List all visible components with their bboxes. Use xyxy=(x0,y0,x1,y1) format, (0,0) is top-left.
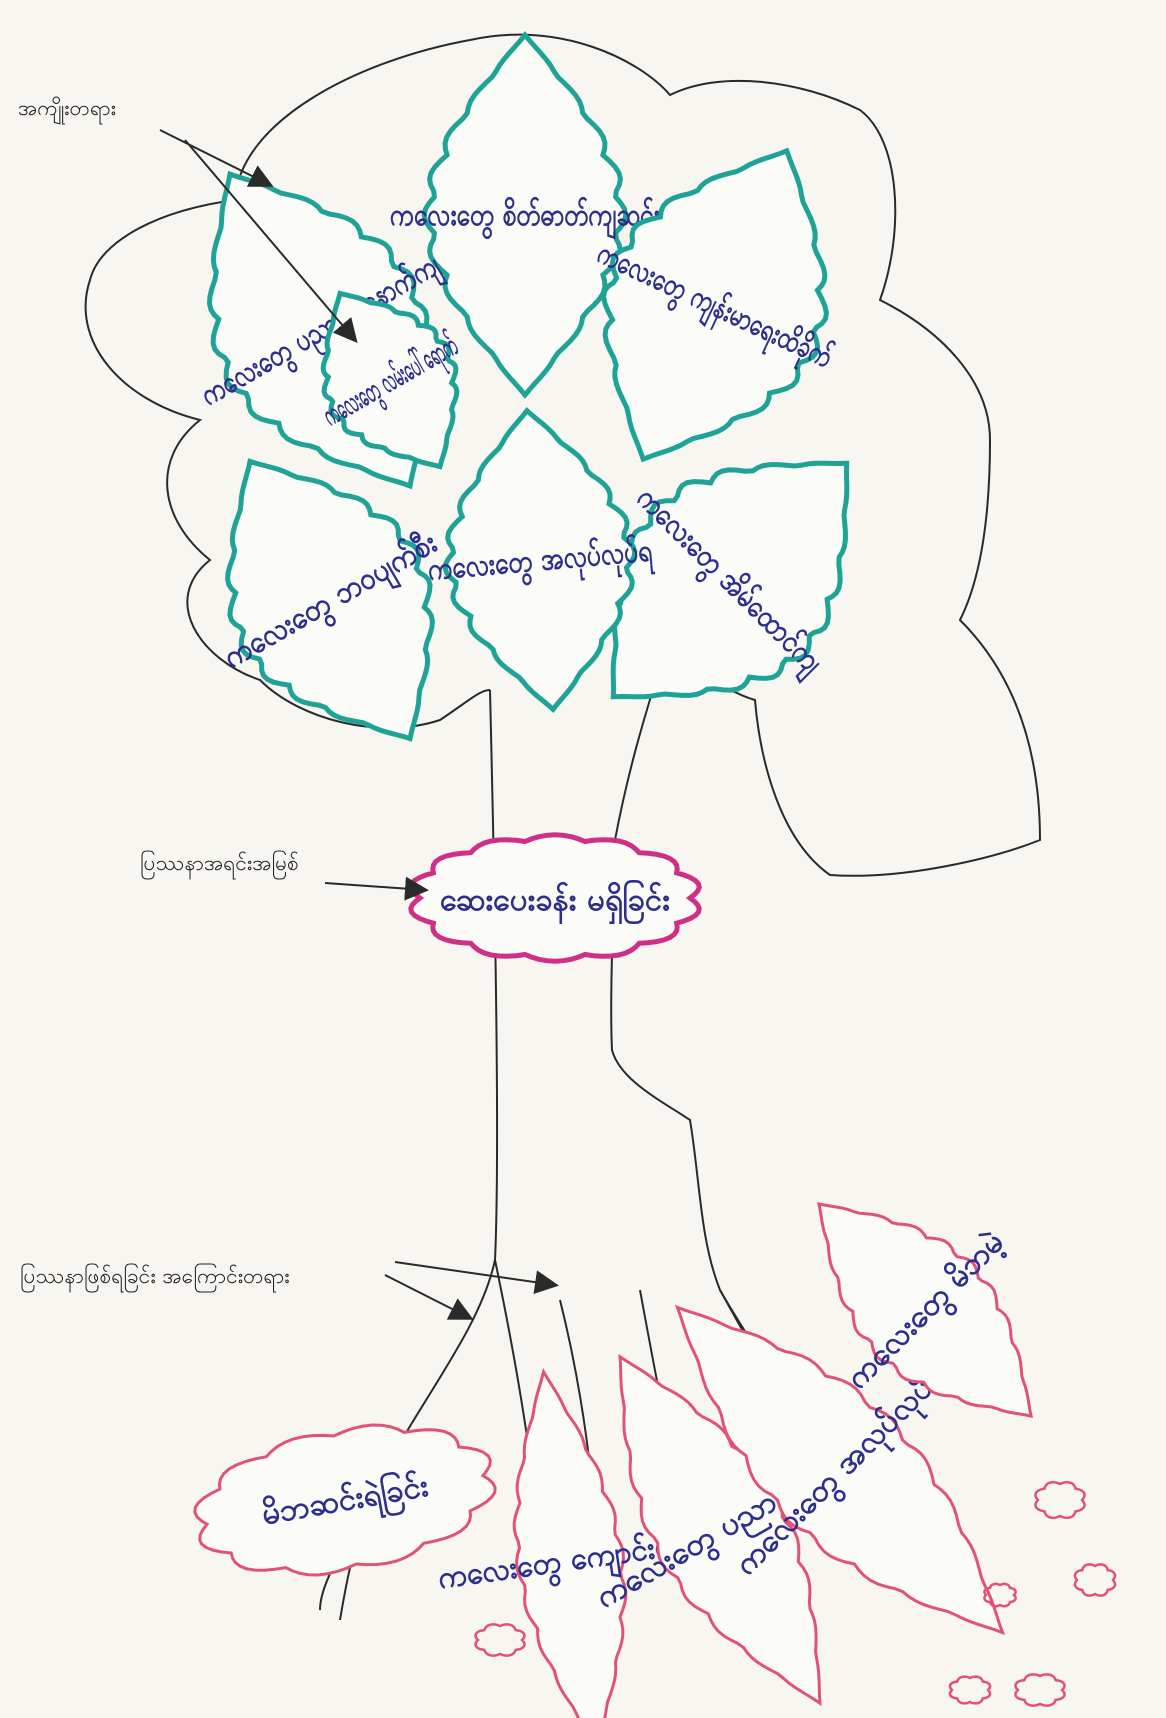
decorative-cloud xyxy=(1015,1674,1064,1705)
callout-arrow xyxy=(385,1275,470,1318)
effects-leaves: ကလေးတွေ စိတ်ဓာတ်ကျဆင်းကလေးတွေ ပညာရေးနောက… xyxy=(194,35,847,739)
callout-label: ပြဿနာဖြစ်ရခြင်း အကြောင်းတရား xyxy=(20,1262,290,1293)
callout-arrow xyxy=(395,1262,555,1285)
effect-leaf: ကလေးတွေ အိမ်ထောင်ကျ xyxy=(613,463,847,697)
causes-roots: မိဘဆင်းရဲခြင်းကလေးတွေ ကျောင်းမနေကလေးတွေ … xyxy=(185,1204,1115,1718)
core-problem-cloud: ဆေးပေးခန်း မရှိခြင်း xyxy=(411,835,699,961)
effect-leaf: ကလေးတွေ ဘဝပျက်စီး xyxy=(217,461,446,738)
callout-label: ပြဿနာအရင်းအမြစ် xyxy=(140,849,299,880)
decorative-cloud xyxy=(950,1677,990,1704)
decorative-cloud xyxy=(1075,1564,1115,1595)
decorative-cloud xyxy=(1035,1482,1084,1518)
decorative-cloud xyxy=(475,1624,524,1655)
callout-label: အကျိုးတရား xyxy=(18,95,116,126)
